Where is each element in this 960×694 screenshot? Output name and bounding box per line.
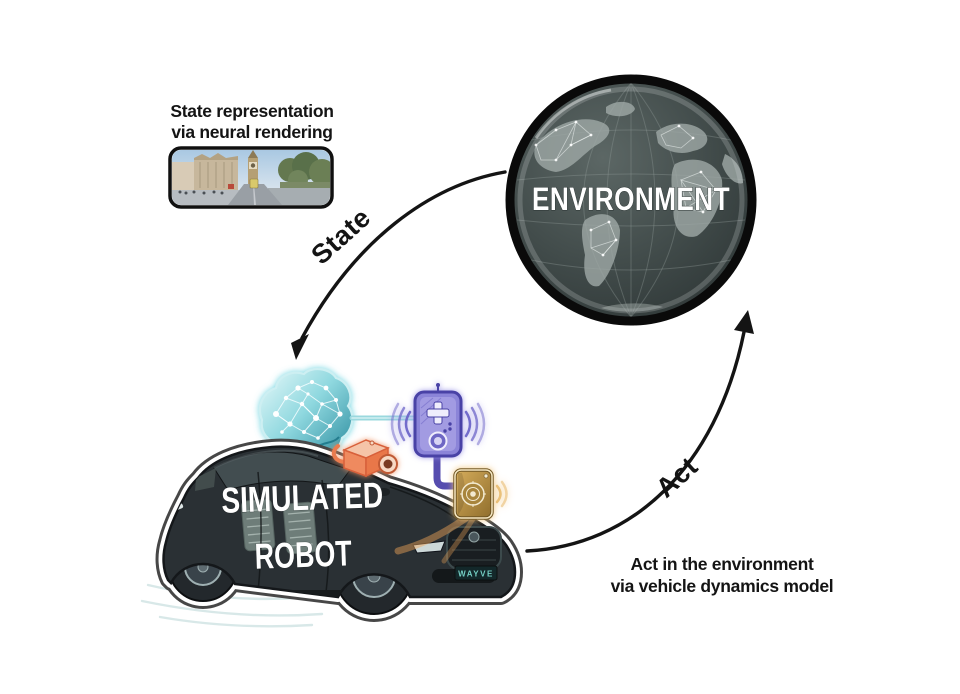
side-mirror (378, 488, 390, 496)
globe-network-nodes (534, 120, 718, 257)
device-light-beams (394, 514, 476, 564)
act-arrowhead (734, 310, 754, 334)
environment-label: ENVIRONMENT (532, 181, 730, 217)
device-sound-waves (495, 480, 508, 508)
state-caption-line2: via neural rendering (171, 122, 332, 142)
act-caption-line1: Act in the environment (630, 554, 813, 574)
simulated-label: SIMULATED (221, 474, 384, 521)
trees (278, 152, 330, 192)
car-labels: SIMULATED ROBOT (220, 474, 384, 577)
robot-label: ROBOT (254, 532, 352, 576)
brain-network-nodes (273, 380, 343, 440)
red-bus (228, 184, 234, 189)
act-caption: Act in the environment via vehicle dynam… (611, 554, 834, 596)
headlight (412, 540, 446, 554)
controller-icon (390, 383, 486, 458)
badge (468, 531, 480, 543)
globe-rim-highlight (517, 86, 745, 314)
neural-render-street-image (168, 146, 334, 209)
state-caption-line1: State representation (170, 101, 333, 121)
act-arrow: Act (525, 310, 754, 553)
seat-row-2 (282, 501, 318, 555)
camera-icon (331, 439, 398, 478)
controller-device-link (433, 452, 461, 490)
license-plate-text: WAYVE (458, 570, 494, 579)
state-caption: State representation via neural renderin… (170, 101, 334, 142)
bus (249, 178, 259, 189)
environment-globe: ENVIRONMENT (505, 74, 757, 326)
state-arrowhead (291, 334, 309, 360)
license-plate (454, 565, 498, 581)
smart-device-icon (453, 468, 508, 520)
car-interior (172, 449, 461, 597)
street-scene (172, 150, 330, 205)
car-front: WAYVE (378, 488, 502, 583)
controller-sound-waves (390, 402, 486, 446)
state-arrow-label: State (305, 202, 376, 270)
act-caption-line2: via vehicle dynamics model (611, 576, 834, 596)
globe-ring (505, 74, 757, 326)
pedestrians (178, 190, 224, 195)
simulated-robot-car: WAYVE SIMULATED ROBOT (164, 447, 515, 622)
clock-tower (248, 150, 258, 190)
